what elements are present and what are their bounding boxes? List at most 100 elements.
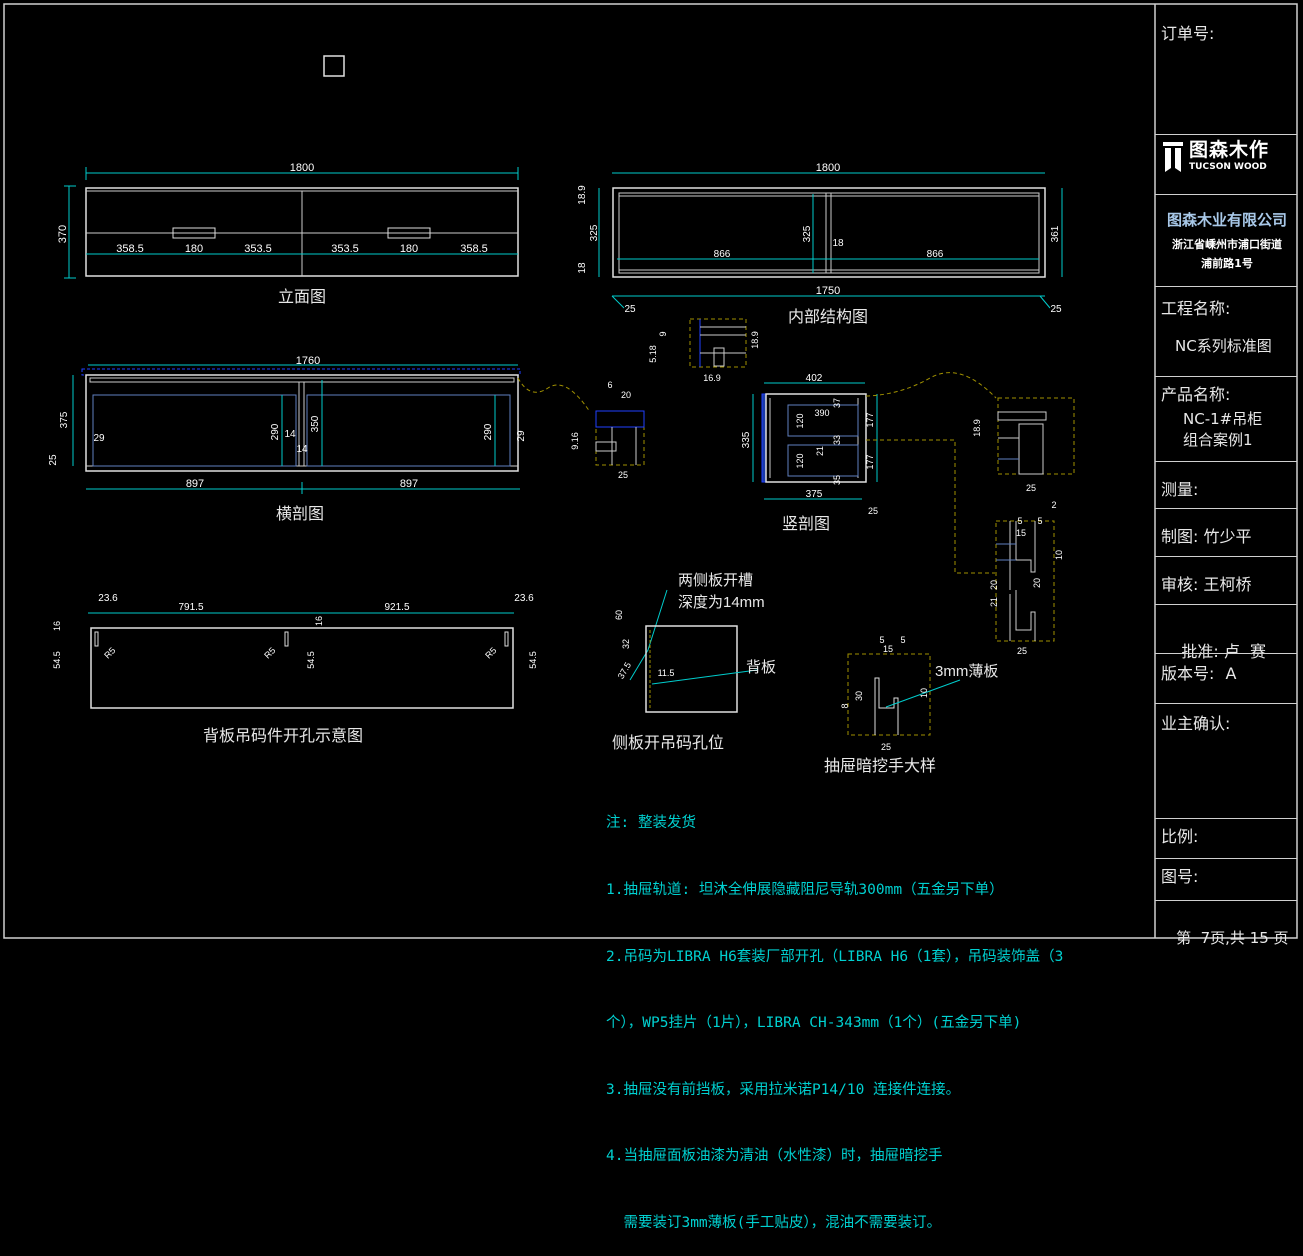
measure-label: 测量: xyxy=(1161,480,1199,499)
scale-label: 比例: xyxy=(1161,827,1199,846)
back-hole-h-right: 54.5 xyxy=(528,651,538,669)
back-hole-label-1: R5 xyxy=(102,645,117,660)
elevation-view: 1800 370 358.5 180 353.5 353.5 180 358.5… xyxy=(57,162,519,306)
logo-cell: 图森木作 TUCSON WOOD xyxy=(1155,134,1297,194)
cross-height-dim: 375 xyxy=(59,411,70,428)
handle-dim-2: 15 xyxy=(883,644,893,654)
back-top-dim: 16 xyxy=(52,621,62,631)
elevation-seg-6: 358.5 xyxy=(460,243,488,255)
notes-title: 注: 整装发货 xyxy=(606,815,696,832)
detail-rt-dim-2: 25 xyxy=(1026,483,1036,493)
internal-width-dim: 1800 xyxy=(816,162,840,174)
company-name: 图森木业有限公司 xyxy=(1166,211,1287,229)
detail-left-dim-1: 6 xyxy=(607,380,612,390)
elevation-seg-1: 358.5 xyxy=(116,243,144,255)
version-value: A xyxy=(1225,664,1237,683)
elevation-caption: 立面图 xyxy=(278,288,326,306)
vertical-inner-depth: 375 xyxy=(806,489,823,500)
reviewer-value: 王柯桥 xyxy=(1203,575,1252,594)
detail-right-bottom: 5 5 15 10 20 20 21 25 xyxy=(989,516,1064,656)
vertical-caption: 竖剖图 xyxy=(782,515,830,533)
back-span-left: 791.5 xyxy=(178,602,203,613)
side-groove-note-1: 两侧板开槽 xyxy=(678,571,753,589)
measure-cell: 测量: xyxy=(1155,461,1297,508)
handle-detail-view: 5 15 5 30 8 10 25 3mm薄板 抽屉暗挖手大样 xyxy=(824,635,998,775)
project-cell: 工程名称: NC系列标准图 xyxy=(1155,286,1297,376)
detail-rb-dim-5: 20 xyxy=(989,580,999,590)
order-no-cell: 订单号: xyxy=(1155,4,1297,134)
detail-left: 6 20 9.16 25 xyxy=(570,380,645,480)
company-cell: 图森木业有限公司 浙江省嵊州市浦口街道 浦前路1号 xyxy=(1155,194,1297,286)
handle-dim-3: 5 xyxy=(900,635,905,645)
handle-dim-1: 5 xyxy=(879,635,884,645)
project-value: NC系列标准图 xyxy=(1175,337,1272,355)
handle-dim-7: 25 xyxy=(881,742,891,752)
detail-rt-dim-3: 2 xyxy=(1051,500,1056,510)
internal-left-dim-2: 325 xyxy=(589,224,600,241)
handle-dim-4: 30 xyxy=(854,691,864,701)
handle-dim-5: 8 xyxy=(840,703,850,708)
cross-bottom-dim: 25 xyxy=(48,454,59,466)
detail-rb-dim-3: 15 xyxy=(1016,528,1026,538)
internal-center-height: 325 xyxy=(802,225,813,242)
handle-dim-6: 10 xyxy=(919,688,929,698)
internal-left-offset: 25 xyxy=(624,304,636,315)
side-back-label: 背板 xyxy=(746,658,776,676)
back-panel-caption: 背板吊码件开孔示意图 xyxy=(203,726,363,745)
product-cell: 产品名称: NC-1#吊柜 组合案例1 xyxy=(1155,376,1297,461)
notes-block: 注: 整装发货 1.抽屉轨道: 坦沐全伸展隐藏阻尼导轨300mm（五金另下单） … xyxy=(606,768,1063,1256)
cross-width-dim: 1760 xyxy=(296,355,320,367)
vertical-upper-dim: 177 xyxy=(865,412,875,427)
detail-rb-dim-2: 5 xyxy=(1037,516,1042,526)
brand-en: TUCSON WOOD xyxy=(1189,162,1267,172)
detail-rb-dim-7: 21 xyxy=(989,597,999,607)
elevation-seg-4: 353.5 xyxy=(331,243,359,255)
vertical-lower-dim: 177 xyxy=(865,454,875,469)
vertical-top-gap: 37 xyxy=(832,398,842,408)
vertical-mid-gap: 21 xyxy=(815,446,825,456)
title-block: 订单号: 图森木作 TUCSON WOOD 图森木业有限公司 浙江省嵊州市浦口街… xyxy=(1155,4,1297,947)
side-groove-note-2: 深度为14mm xyxy=(678,594,765,611)
product-value-2: 组合案例1 xyxy=(1183,431,1253,449)
page-info: 第 7页,共 15 页 xyxy=(1176,929,1289,947)
side-dim-3: 37.5 xyxy=(616,660,633,680)
detail-tl-dim-1: 9 xyxy=(658,331,668,336)
elevation-seg-5: 180 xyxy=(400,243,418,255)
notes-line-1: 1.抽屉轨道: 坦沐全伸展隐藏阻尼导轨300mm（五金另下单） xyxy=(606,882,1004,899)
detail-rb-dim-4: 10 xyxy=(1054,550,1064,560)
cross-section-view: 1760 375 25 29 290 14 14 350 290 29 897 … xyxy=(48,355,591,523)
detail-top-left: 9 5.18 18.9 16.9 xyxy=(648,318,760,383)
vertical-drawer-h-top: 120 xyxy=(795,413,805,428)
detail-right-top: 18.9 25 2 xyxy=(972,397,1075,510)
detail-left-dim-2: 20 xyxy=(621,390,631,400)
vertical-section-view: 402 335 390 120 120 21 37 33 35 177 177 … xyxy=(741,372,997,574)
detail-rt-dim-1: 18.9 xyxy=(972,419,982,437)
back-panel-view: 23.6 23.6 791.5 921.5 R5 R5 R5 16 54.5 1… xyxy=(52,593,538,745)
drawing-frame xyxy=(3,3,1298,939)
order-no-label: 订单号: xyxy=(1161,24,1215,43)
internal-divider: 18 xyxy=(832,238,844,249)
vertical-bottom-gap: 35 xyxy=(832,475,842,485)
detail-tl-dim-4: 16.9 xyxy=(703,373,721,383)
elevation-seg-3: 353.5 xyxy=(244,243,272,255)
owner-confirm-label: 业主确认: xyxy=(1161,714,1231,733)
cross-left-gap: 29 xyxy=(93,433,105,444)
company-address-2: 浦前路1号 xyxy=(1201,257,1253,270)
side-panel-view: 两侧板开槽 深度为14mm 背板 60 32 37.5 11.5 侧板开吊码孔位 xyxy=(612,571,776,752)
side-dim-1: 60 xyxy=(614,610,624,620)
cross-caption: 横剖图 xyxy=(276,505,324,523)
project-label: 工程名称: xyxy=(1161,299,1231,318)
detail-left-dim-4: 25 xyxy=(618,470,628,480)
scale-cell: 比例: xyxy=(1155,818,1297,858)
back-hole-label-2: R5 xyxy=(262,645,277,660)
internal-left-dim-3: 18 xyxy=(577,262,588,274)
detail-rb-dim-1: 5 xyxy=(1017,516,1022,526)
product-value-1: NC-1#吊柜 xyxy=(1183,410,1263,428)
notes-line-5: 4.当抽屉面板油漆为清油（水性漆）时，抽屉暗挖手 xyxy=(606,1148,943,1165)
vertical-drawer-width: 390 xyxy=(814,408,829,418)
elevation-height-dim: 370 xyxy=(57,225,69,243)
page-info-cell: 第 7页,共 15 页 xyxy=(1155,900,1297,947)
handle-thin-board-label: 3mm薄板 xyxy=(935,662,998,680)
brand-cn: 图森木作 xyxy=(1189,139,1270,161)
detail-tl-dim-3: 18.9 xyxy=(750,331,760,349)
